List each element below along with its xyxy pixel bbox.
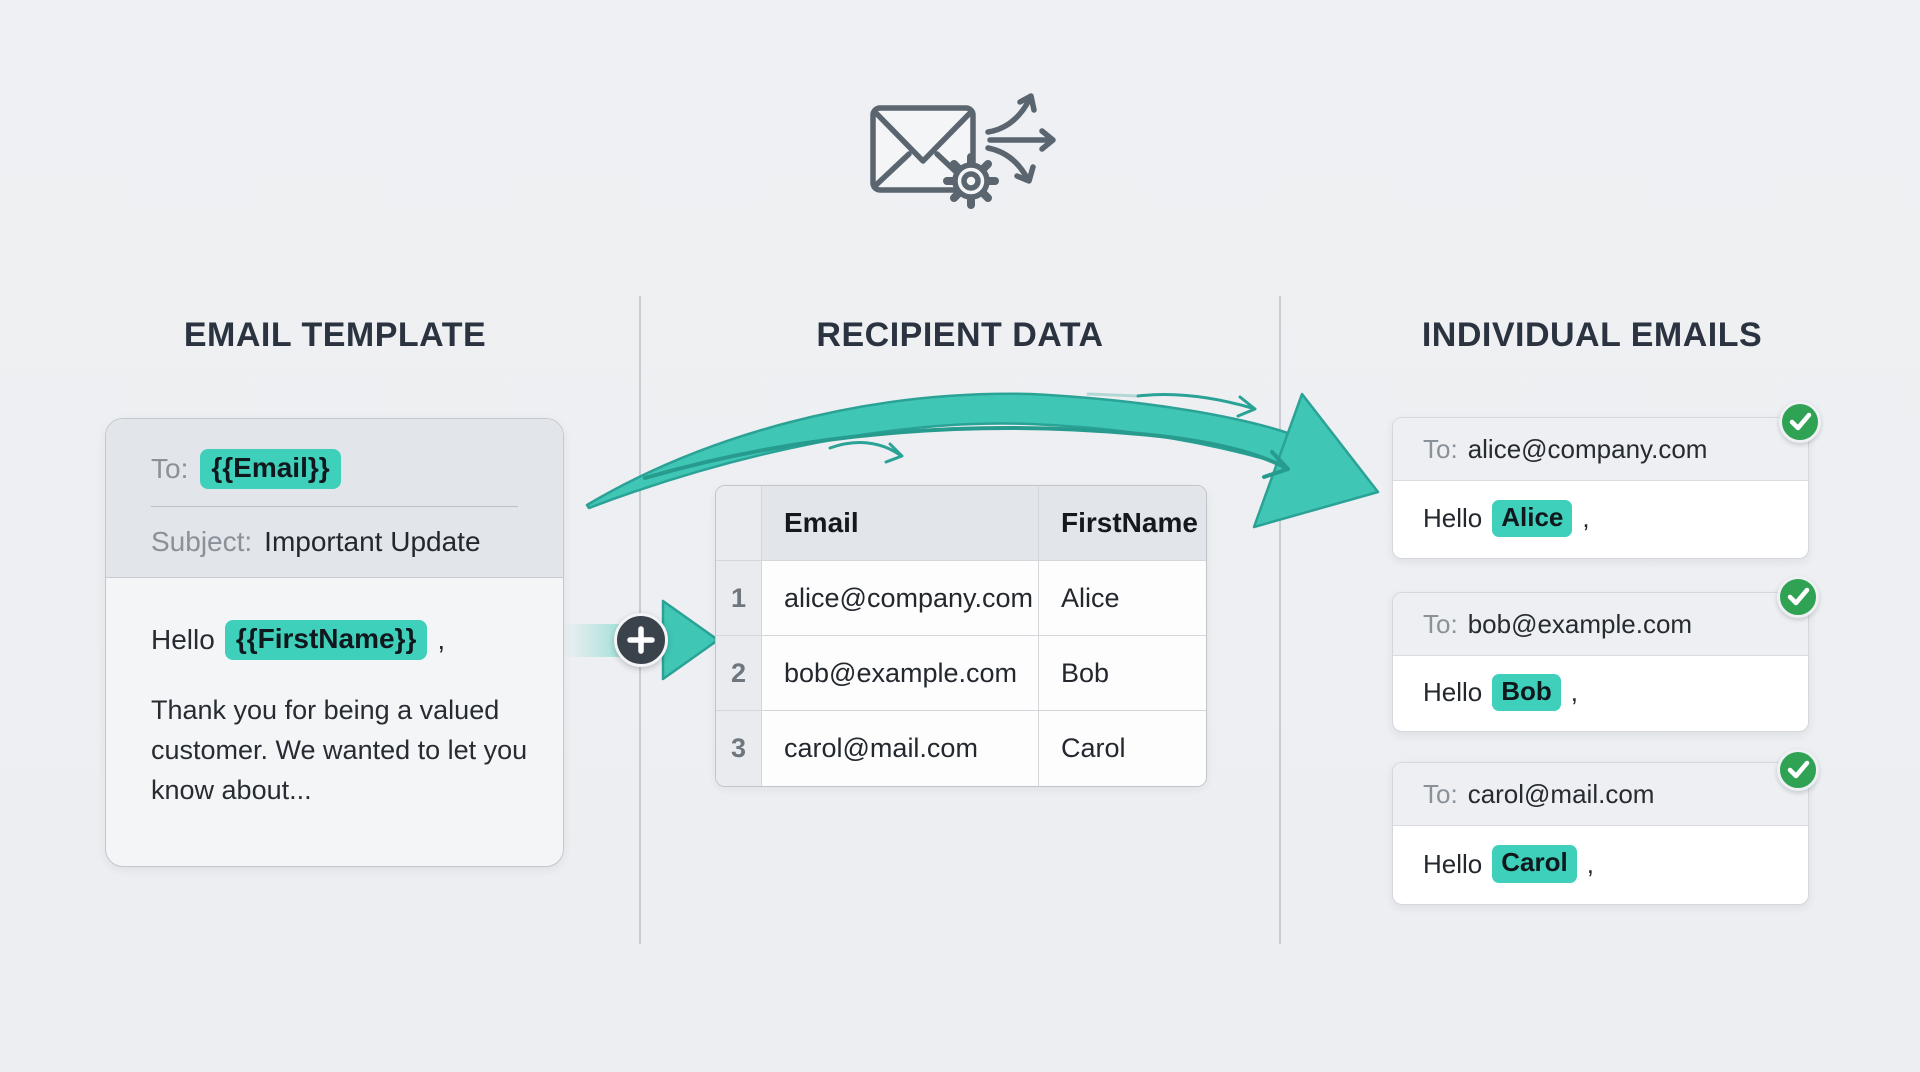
merge-flow-arrow — [585, 392, 1380, 529]
cell-email: carol@mail.com — [762, 711, 1039, 786]
subject-value: Important Update — [264, 526, 481, 558]
greeting-prefix: Hello — [151, 623, 215, 655]
to-address: bob@example.com — [1467, 608, 1693, 639]
greeting-suffix: , — [1582, 503, 1590, 533]
firstname-variable-chip: {{FirstName}} — [224, 620, 428, 660]
to-address: alice@company.com — [1467, 433, 1708, 464]
row-number: 3 — [716, 711, 762, 786]
to-address: carol@mail.com — [1467, 778, 1655, 809]
greeting-prefix: Hello — [1423, 848, 1483, 879]
col-header-firstname: FirstName — [1039, 486, 1206, 561]
heading-recipient-data: RECIPIENT DATA — [816, 316, 1104, 354]
merged-name-chip: Alice — [1492, 499, 1573, 538]
check-icon — [1777, 749, 1819, 791]
heading-email-template: EMAIL TEMPLATE — [183, 316, 487, 354]
inner-flow-line — [643, 426, 1290, 480]
template-paragraph: Thank you for being a valued customer. W… — [151, 694, 528, 805]
greeting-suffix: , — [437, 623, 446, 655]
template-header: To: {{Email}} Subject: Important Update — [106, 419, 563, 578]
row-number: 1 — [716, 561, 762, 636]
cell-email: alice@company.com — [762, 561, 1039, 636]
envelope-gear-fanout-icon — [870, 93, 1056, 209]
cell-firstname: Carol — [1039, 711, 1206, 786]
check-icon — [1777, 576, 1819, 618]
gear-icon — [943, 153, 999, 209]
email-template-card: To: {{Email}} Subject: Important Update … — [105, 418, 564, 867]
heading-individual-emails: INDIVIDUAL EMAILS — [1421, 316, 1763, 354]
plus-icon — [614, 613, 668, 667]
envelope-icon — [870, 105, 976, 193]
column-divider-right — [1279, 296, 1281, 944]
email-card-carol: To: carol@mail.com Hello Carol , — [1392, 762, 1809, 905]
to-label: To: — [1423, 778, 1458, 809]
fan-out-arrows-icon — [985, 93, 1056, 184]
greeting-suffix: , — [1586, 848, 1594, 879]
header-divider — [151, 505, 518, 508]
check-icon — [1779, 401, 1821, 443]
cell-firstname: Bob — [1039, 636, 1206, 711]
cell-firstname: Alice — [1039, 561, 1206, 636]
merged-name-chip: Carol — [1492, 845, 1577, 883]
motion-arrow-lower — [828, 441, 904, 464]
to-label: To: — [1423, 433, 1458, 464]
greeting-prefix: Hello — [1423, 503, 1483, 533]
greeting-prefix: Hello — [1423, 677, 1483, 707]
greeting-suffix: , — [1570, 677, 1579, 707]
email-variable-chip: {{Email}} — [200, 449, 341, 489]
to-label: To: — [151, 452, 189, 484]
email-card-bob: To: bob@example.com Hello Bob , — [1392, 592, 1809, 732]
template-body: Hello {{FirstName}} , Thank you for bein… — [106, 578, 563, 810]
row-number: 2 — [716, 636, 762, 711]
col-header-email: Email — [762, 486, 1039, 561]
merged-name-chip: Bob — [1492, 673, 1561, 712]
recipient-table: Email FirstName 1 alice@company.com Alic… — [715, 485, 1207, 787]
to-label: To: — [1423, 608, 1458, 639]
cell-email: bob@example.com — [762, 636, 1039, 711]
email-card-alice: To: alice@company.com Hello Alice , — [1392, 417, 1809, 559]
subject-label: Subject: — [151, 526, 253, 558]
motion-arrow-upper — [1086, 392, 1257, 418]
corner-cell — [716, 486, 762, 561]
